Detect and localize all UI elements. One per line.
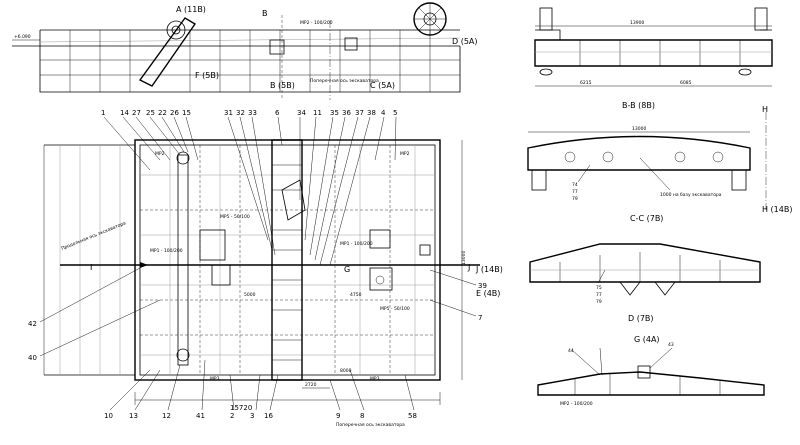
callout-15: 15 (182, 109, 191, 117)
section-d: D (7B) G (4A) 44 43 МР2 - 100/200 (537, 314, 765, 407)
d-c44: 44 (568, 348, 574, 354)
section-bb: B-B (8B) 13000 1000 на базу экскаватора … (527, 101, 792, 214)
callout-36: 36 (342, 109, 351, 117)
mp5-label-2: МР5 - 50/100 (380, 306, 410, 312)
callout-10: 10 (104, 412, 113, 420)
mp5-label: МР5 - 50/100 (220, 214, 250, 220)
callout-4: 4 (381, 109, 386, 117)
callout-leaders (39, 116, 477, 411)
d-c43: 43 (668, 342, 674, 348)
label-f-5b: F (5B) (195, 71, 219, 80)
dim-c: 5000 (244, 292, 256, 298)
callout-11: 11 (313, 109, 322, 117)
mp1-left: МР1 - 100/200 (150, 248, 183, 254)
right-dim-half2: 6085 (680, 80, 692, 86)
callout-41: 41 (196, 412, 205, 420)
callout-5: 5 (393, 109, 397, 117)
right-dim-main: 13900 (630, 20, 644, 26)
callout-6: 6 (275, 109, 280, 117)
callout-38: 38 (367, 109, 376, 117)
callout-22: 22 (158, 109, 167, 117)
mp3-label-2: МР3 (370, 376, 380, 382)
section-g: G (344, 265, 350, 274)
section-bb-title: B-B (8B) (622, 101, 655, 110)
callout-26: 26 (170, 109, 179, 117)
callout-40: 40 (28, 354, 37, 362)
callout-8: 8 (360, 412, 364, 420)
callout-25: 25 (146, 109, 155, 117)
section-cc-title: C-C (7B) (630, 214, 663, 223)
label-b: B (262, 9, 268, 18)
dim-b: 8000 (340, 368, 352, 374)
section-j: J (467, 263, 470, 272)
label-axis-excavator: Продольная ось экскаватора (61, 220, 128, 252)
label-b-5b: B (5B) (270, 81, 295, 90)
callout-37: 37 (355, 109, 364, 117)
main-plan-view: 15720 13000 2720 8000 5000 4750 Продольн… (28, 109, 503, 428)
section-e-ref: E (4B) (476, 289, 500, 298)
svg-text:+6.090: +6.090 (14, 34, 31, 40)
right-dim-half: 6215 (580, 80, 592, 86)
mp2-top: МР2 - 100/200 (300, 20, 333, 26)
callout-58: 58 (408, 412, 417, 420)
callout-39: 39 (478, 282, 487, 290)
callout-1: 1 (101, 109, 105, 117)
callout-31: 31 (224, 109, 233, 117)
dim-overall: 15720 (230, 404, 252, 412)
callout-14: 14 (120, 109, 129, 117)
callout-13: 13 (129, 412, 138, 420)
bb-c79: 79 (572, 196, 578, 202)
dim-d: 4750 (350, 292, 362, 298)
callout-16: 16 (264, 412, 273, 420)
section-i: I (90, 263, 92, 272)
section-d-g-ref: G (4A) (634, 335, 660, 344)
callout-2: 2 (230, 412, 234, 420)
section-bb-h-ref: H (14B) (762, 205, 792, 214)
section-j-ref: J (14B) (475, 265, 503, 274)
callout-35: 35 (330, 109, 339, 117)
callout-7: 7 (478, 314, 482, 322)
callout-34: 34 (297, 109, 306, 117)
section-d-title: D (7B) (628, 314, 654, 323)
mp3-label-1: МР3 (210, 376, 220, 382)
callout-9: 9 (336, 412, 340, 420)
callout-32: 32 (236, 109, 245, 117)
section-cc: C-C (7B) 75 77 79 (529, 214, 761, 305)
callout-33: 33 (248, 109, 257, 117)
callout-42: 42 (28, 320, 37, 328)
mp2-label-1: МР2 (155, 151, 165, 157)
dim-a: 2720 (305, 382, 317, 388)
mp1-right: МР1 - 100/200 (340, 241, 373, 247)
callouts-left-group: 42 40 (28, 320, 37, 362)
dim-right: 13000 (461, 251, 467, 265)
label-c-5a: C (5A) (370, 81, 395, 90)
bb-c77: 77 (572, 189, 578, 195)
section-bb-note: 1000 на базу экскаватора (660, 192, 722, 198)
cc-c75: 75 (596, 285, 602, 291)
bb-c74: 74 (572, 182, 578, 188)
right-top-elevation: 13900 6215 6085 (534, 7, 773, 87)
cc-c77: 77 (596, 292, 602, 298)
callouts-right-group: 39 7 (478, 282, 487, 322)
callout-3: 3 (250, 412, 254, 420)
label-axis-transverse: Поперечная ось экскаватора (336, 422, 405, 428)
top-elevation-view: +6.090 A (11B) B B (5B) C (5A) D (5A) F … (12, 2, 478, 100)
callout-27: 27 (132, 109, 141, 117)
top-note: Поперечная ось экскаватора (310, 78, 379, 84)
mp2-label-2: МР2 (400, 151, 410, 157)
label-a-11b: A (11B) (176, 5, 206, 14)
section-bb-dim: 13000 (632, 126, 646, 132)
section-d-mp: МР2 - 100/200 (560, 401, 593, 407)
callout-12: 12 (162, 412, 171, 420)
label-d-5a: D (5A) (452, 37, 478, 46)
cc-c79: 79 (596, 299, 602, 305)
section-bb-h: H (762, 105, 768, 114)
